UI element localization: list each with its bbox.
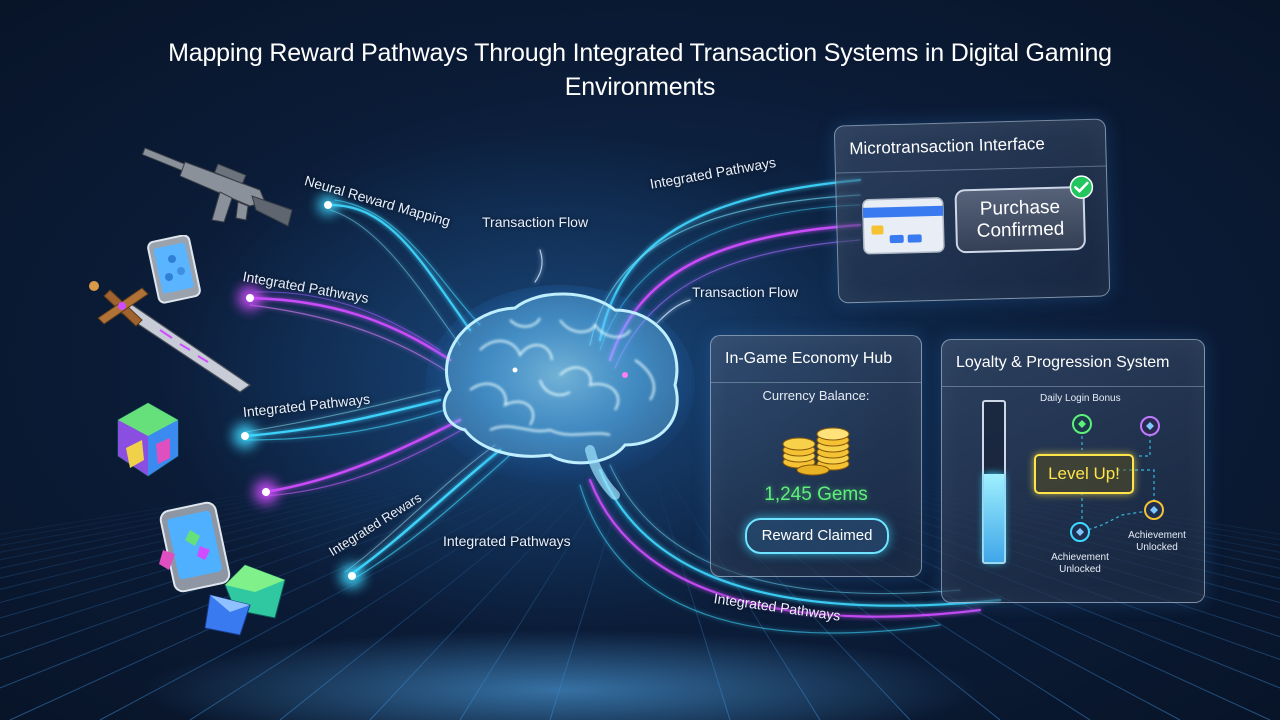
smartphone-icon	[147, 235, 201, 304]
achievement-unlocked-1: Achievement Unlocked	[1128, 530, 1186, 553]
loyalty-progression-panel: Loyalty & Progression System Daily Login…	[941, 339, 1205, 603]
stream-magenta-1	[248, 296, 452, 362]
economy-hub-header: In-Game Economy Hub	[711, 336, 921, 383]
stream-magenta-1b	[249, 304, 446, 371]
economy-hub-panel: In-Game Economy Hub Currency Balance: 1,…	[710, 335, 922, 577]
stream-right-bottom-c	[579, 484, 941, 634]
stream-cyan-2	[243, 398, 442, 438]
brain-icon	[425, 285, 695, 500]
assault-rifle-icon	[141, 147, 293, 227]
stream-magenta-2b	[264, 427, 466, 497]
stream-cyan-2b	[244, 409, 446, 441]
stream-neural	[328, 203, 472, 332]
progress-bar-track	[982, 400, 1006, 564]
stream-right-bottom-m	[588, 478, 982, 618]
stream-magenta-1c	[254, 291, 441, 351]
source-dots	[233, 195, 364, 588]
credit-card-icon	[862, 197, 945, 255]
label-transaction-flow-1: Transaction Flow	[482, 214, 589, 230]
purchase-confirmed-badge: Purchase Confirmed	[954, 186, 1087, 254]
gold-coins-icon	[782, 427, 850, 476]
stream-cyan-3b	[354, 454, 511, 579]
level-up-badge: Level Up!	[1034, 454, 1134, 494]
currency-balance-label: Currency Balance:	[762, 388, 870, 403]
microtransaction-panel: Microtransaction Interface Purchase Conf…	[833, 118, 1111, 304]
gem-cluster-icon	[117, 402, 179, 477]
checkmark-icon	[1069, 175, 1094, 199]
phone-gems-icon	[159, 501, 286, 636]
gems-balance: 1,245 Gems	[764, 484, 868, 505]
stream-right-bottom	[598, 468, 1002, 607]
label-integrated-bottom-center: Integrated Pathways	[443, 533, 571, 549]
page-title: Mapping Reward Pathways Through Integrat…	[168, 39, 1112, 101]
stream-neural-b	[334, 199, 481, 326]
progress-bar-fill	[984, 474, 1004, 562]
microtransaction-panel-header: Microtransaction Interface	[834, 119, 1106, 174]
progression-network	[1070, 414, 1164, 542]
label-transaction-flow-2: Transaction Flow	[692, 284, 799, 300]
achievement-unlocked-2: Achievement Unlocked	[1051, 552, 1109, 575]
reward-claimed-button[interactable]: Reward Claimed	[745, 518, 889, 554]
daily-login-bonus-label: Daily Login Bonus	[1040, 393, 1121, 404]
stream-cyan-2c	[244, 389, 441, 433]
stream-neural-c	[329, 209, 461, 346]
purchase-status-line-2: Confirmed	[976, 218, 1065, 242]
stream-magenta-2	[263, 418, 462, 494]
sword-icon	[89, 281, 252, 393]
transaction-flow-arrow-1	[534, 249, 543, 283]
loyalty-panel-header: Loyalty & Progression System	[942, 340, 1204, 387]
